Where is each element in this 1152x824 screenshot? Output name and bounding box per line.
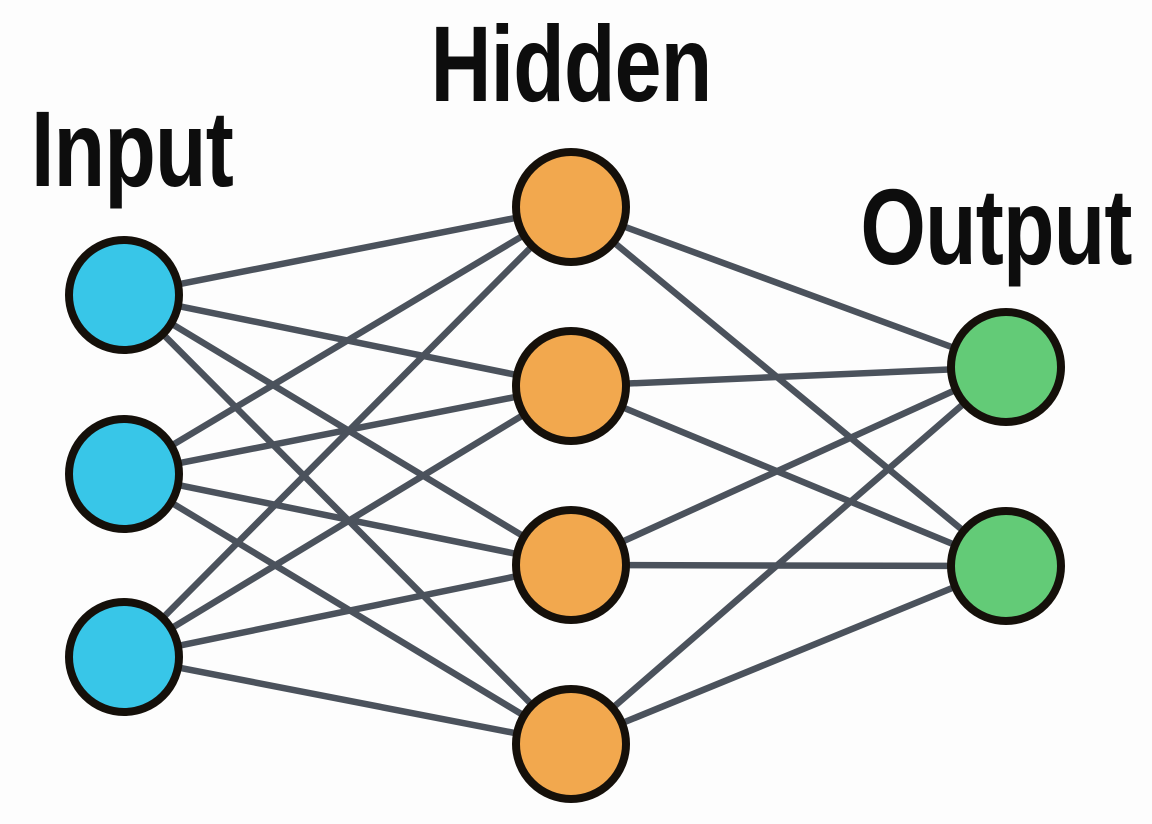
- output-layer-label: Output: [860, 166, 1132, 287]
- hidden-node-2: [512, 327, 630, 445]
- input-node-2: [65, 415, 183, 533]
- hidden-node-1: [512, 148, 630, 266]
- edge-input3-hidden3: [123, 561, 572, 661]
- output-node-1: [947, 308, 1065, 426]
- edge-input2-hidden1: [122, 204, 573, 477]
- hidden-node-3: [512, 506, 630, 624]
- edge-hidden3-output2: [570, 561, 1007, 570]
- input-node-1: [65, 236, 183, 354]
- edge-hidden2-output2: [569, 382, 1008, 570]
- edge-hidden4-output2: [569, 562, 1008, 748]
- edge-input1-hidden1: [123, 203, 572, 299]
- edge-input3-hidden4: [123, 653, 572, 748]
- output-node-2: [947, 507, 1065, 625]
- edge-input3-hidden2: [122, 383, 573, 660]
- edge-input3-hidden1: [121, 204, 574, 660]
- edge-hidden4-output1: [568, 364, 1009, 747]
- hidden-layer-label: Hidden: [430, 3, 713, 124]
- input-layer-label: Input: [31, 88, 234, 209]
- edge-hidden2-output1: [570, 363, 1007, 390]
- edge-hidden1-output2: [568, 204, 1009, 569]
- input-node-3: [65, 598, 183, 716]
- edge-hidden1-output1: [569, 203, 1008, 371]
- edge-hidden3-output1: [569, 364, 1008, 568]
- hidden-node-4: [512, 685, 630, 803]
